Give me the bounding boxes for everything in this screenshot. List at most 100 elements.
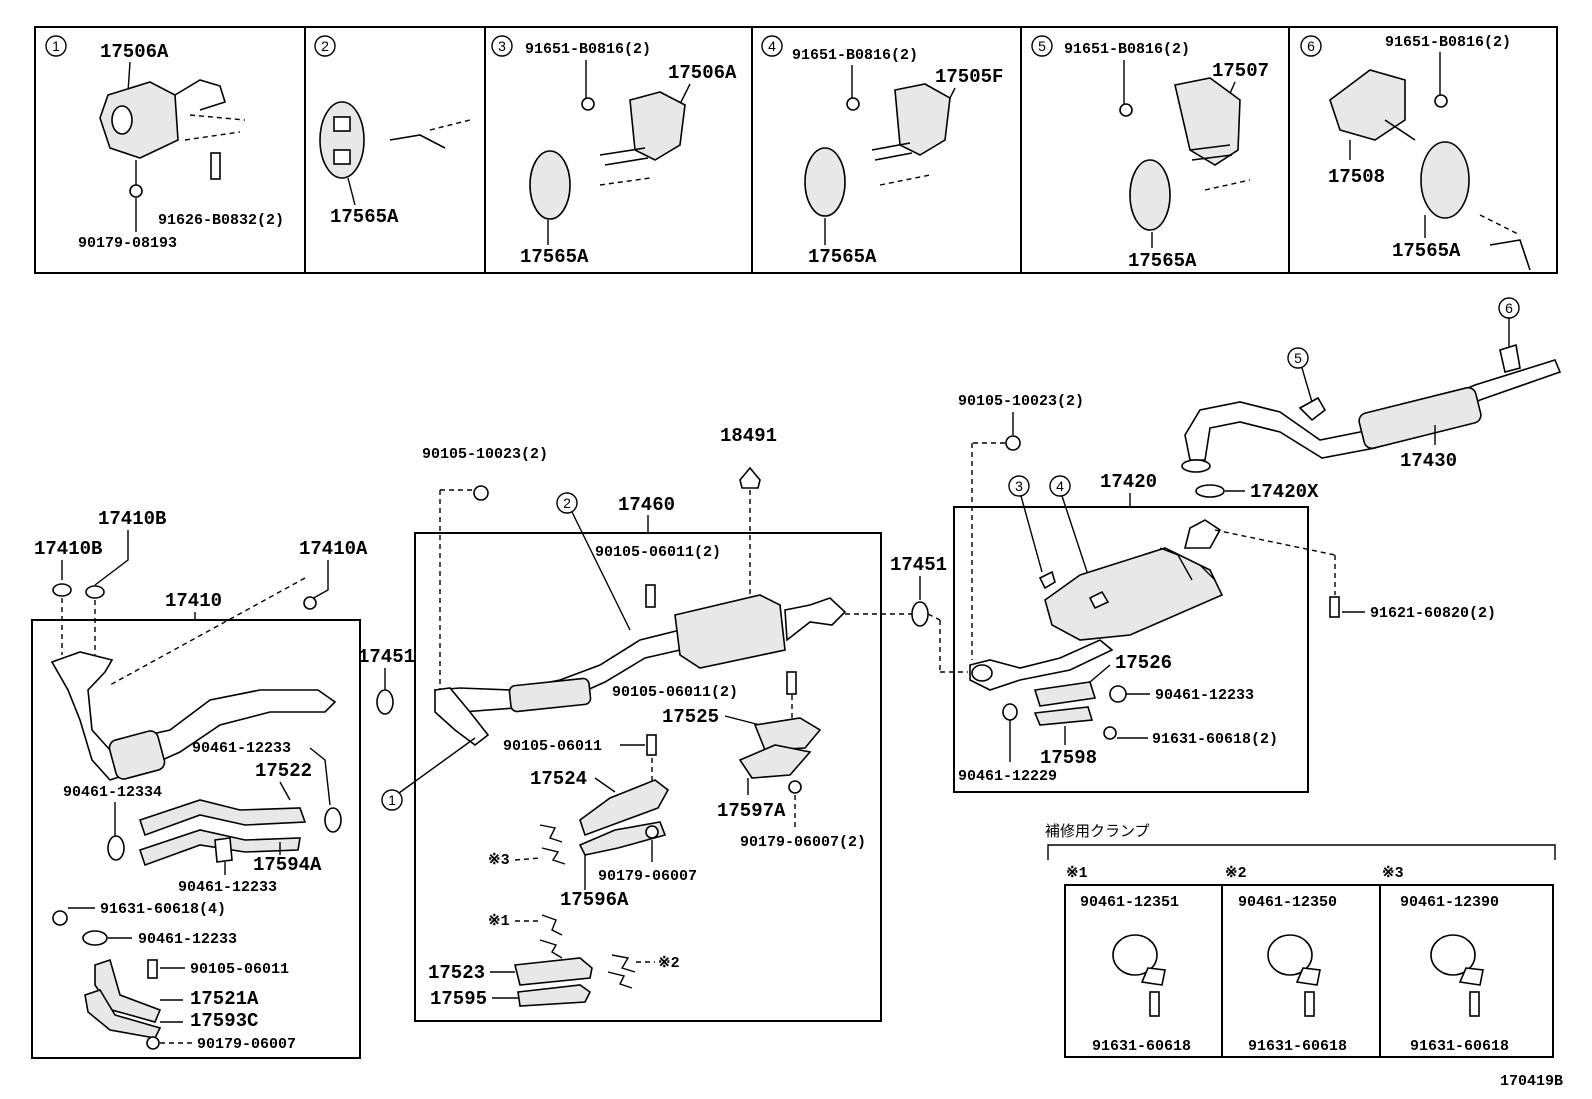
nut-icon — [645, 825, 659, 839]
bolt-icon — [581, 97, 595, 111]
label-90179-06007: 90179-06007 — [598, 868, 697, 885]
nut-icon — [788, 780, 802, 794]
label-17507: 17507 — [1212, 60, 1269, 82]
label-mark-3: ※3 — [488, 852, 510, 869]
bolt-icon — [1149, 991, 1160, 1017]
callout-5: 5 — [1294, 350, 1302, 366]
label-17460: 17460 — [618, 494, 675, 516]
insulator-17593C — [84, 989, 162, 1039]
figure-id: 170419B — [1500, 1073, 1563, 1090]
label-17565A: 17565A — [808, 246, 877, 268]
label-17565A: 17565A — [1128, 250, 1197, 272]
bolt-icon — [846, 97, 860, 111]
label-18491: 18491 — [720, 425, 777, 447]
center-pipe-group: 90105-10023(2) 18491 17460 2 90105-06011… — [381, 425, 882, 1022]
label-90105-10023: 90105-10023(2) — [422, 446, 548, 463]
label-17506A: 17506A — [668, 62, 737, 84]
inset-2: 2 17565A — [314, 35, 471, 228]
front-pipe-group: 17410B 17410B 17410A 17410 90461-12233 9… — [31, 508, 368, 1059]
insulator-17523 — [514, 957, 593, 986]
label-91651-B0816: 91651-B0816(2) — [792, 47, 918, 64]
label-90461-12390: 90461-12390 — [1400, 894, 1499, 911]
bolt-icon — [1005, 435, 1021, 451]
inset-4: 4 91651-B0816(2) 17505F 17565A — [761, 35, 1003, 268]
inset-5: 5 91651-B0816(2) 17507 17565A — [1031, 35, 1269, 272]
label-91651-B0816: 91651-B0816(2) — [1385, 34, 1511, 51]
muffler-inlet-pipe — [969, 639, 1114, 691]
bracket-17524 — [579, 779, 670, 837]
hanger-bracket — [1298, 396, 1327, 422]
label-17451-mid: 17451 — [890, 554, 947, 576]
clamp-icon — [1267, 934, 1313, 976]
clamp-icon — [1430, 934, 1476, 976]
label-91651-B0816: 91651-B0816(2) — [525, 41, 651, 58]
inset-1: 1 17506A 91626-B0832(2) 90179-08193 — [45, 35, 284, 252]
label-17526: 17526 — [1115, 652, 1172, 674]
label-90105-06011: 90105-06011 — [503, 738, 602, 755]
callout-2: 2 — [563, 495, 571, 511]
bracket-17597A — [738, 744, 812, 779]
bolt-icon — [1103, 726, 1117, 740]
label-17597A: 17597A — [717, 800, 786, 822]
label-17565A: 17565A — [1392, 240, 1461, 262]
clamp-icon — [1109, 685, 1127, 703]
pipe-flange — [434, 687, 490, 747]
label-17420: 17420 — [1100, 471, 1157, 493]
bolt-icon — [147, 959, 158, 979]
pipe-end — [1181, 459, 1211, 473]
inset-1-number: 1 — [52, 38, 60, 54]
insulator-17595 — [517, 984, 592, 1007]
bracket — [1174, 77, 1241, 166]
label-90105-06011-upper: 90105-06011(2) — [595, 544, 721, 561]
clamp-icon — [214, 837, 233, 863]
hanger-bracket — [1499, 343, 1521, 373]
label-17598: 17598 — [1040, 747, 1097, 769]
clamp-icon — [82, 930, 108, 946]
label-91626-B0832: 91626-B0832(2) — [158, 212, 284, 229]
label-17565A: 17565A — [520, 246, 589, 268]
nut-icon — [146, 1036, 160, 1050]
label-17451: 17451 — [358, 646, 415, 668]
inset-5-number: 5 — [1038, 38, 1046, 54]
clamp-mark-2: ※2 — [1225, 865, 1247, 882]
label-17524: 17524 — [530, 768, 587, 790]
label-17505F: 17505F — [935, 66, 1003, 88]
bracket-17521A — [94, 958, 162, 1023]
rubber-hanger — [1129, 159, 1171, 231]
label-17521A: 17521A — [190, 988, 259, 1010]
label-90179-06007-2: 90179-06007(2) — [740, 834, 866, 851]
rubber-hanger — [529, 150, 571, 220]
label-91631-60618-c: 91631-60618 — [1410, 1038, 1509, 1055]
bolt-icon — [646, 734, 657, 756]
exhaust-mount-bracket — [99, 81, 179, 159]
callout-1: 1 — [388, 792, 396, 808]
bolt-icon — [1434, 94, 1448, 108]
label-17506A: 17506A — [100, 41, 169, 63]
label-91621-60820: 91621-60820(2) — [1370, 605, 1496, 622]
callout-6: 6 — [1505, 300, 1513, 316]
label-17410A: 17410A — [299, 538, 368, 560]
label-90461-12233: 90461-12233 — [138, 931, 237, 948]
label-91631-60618: 91631-60618(2) — [1152, 731, 1278, 748]
label-17595: 17595 — [430, 988, 487, 1010]
label-91651-B0816: 91651-B0816(2) — [1064, 41, 1190, 58]
inset-4-number: 4 — [768, 38, 776, 54]
label-17525: 17525 — [662, 706, 719, 728]
label-17410: 17410 — [165, 590, 222, 612]
bolt-icon — [1329, 596, 1340, 618]
label-17410B-lower: 17410B — [34, 538, 102, 560]
label-17565A: 17565A — [330, 206, 399, 228]
label-90179-06007: 90179-06007 — [197, 1036, 296, 1053]
muffler-body — [1044, 547, 1224, 641]
label-90179-08193: 90179-08193 — [78, 235, 177, 252]
label-17523: 17523 — [428, 962, 485, 984]
bolt-icon — [473, 485, 489, 501]
label-90105-06011: 90105-06011 — [190, 961, 289, 978]
gasket-icon — [85, 585, 105, 599]
label-91631-60618-a: 91631-60618 — [1092, 1038, 1191, 1055]
inset-3: 3 91651-B0816(2) 17506A 17565A — [491, 35, 737, 268]
callout-4: 4 — [1056, 478, 1064, 494]
clip-18491 — [739, 466, 761, 489]
bolt-icon — [1304, 991, 1315, 1017]
